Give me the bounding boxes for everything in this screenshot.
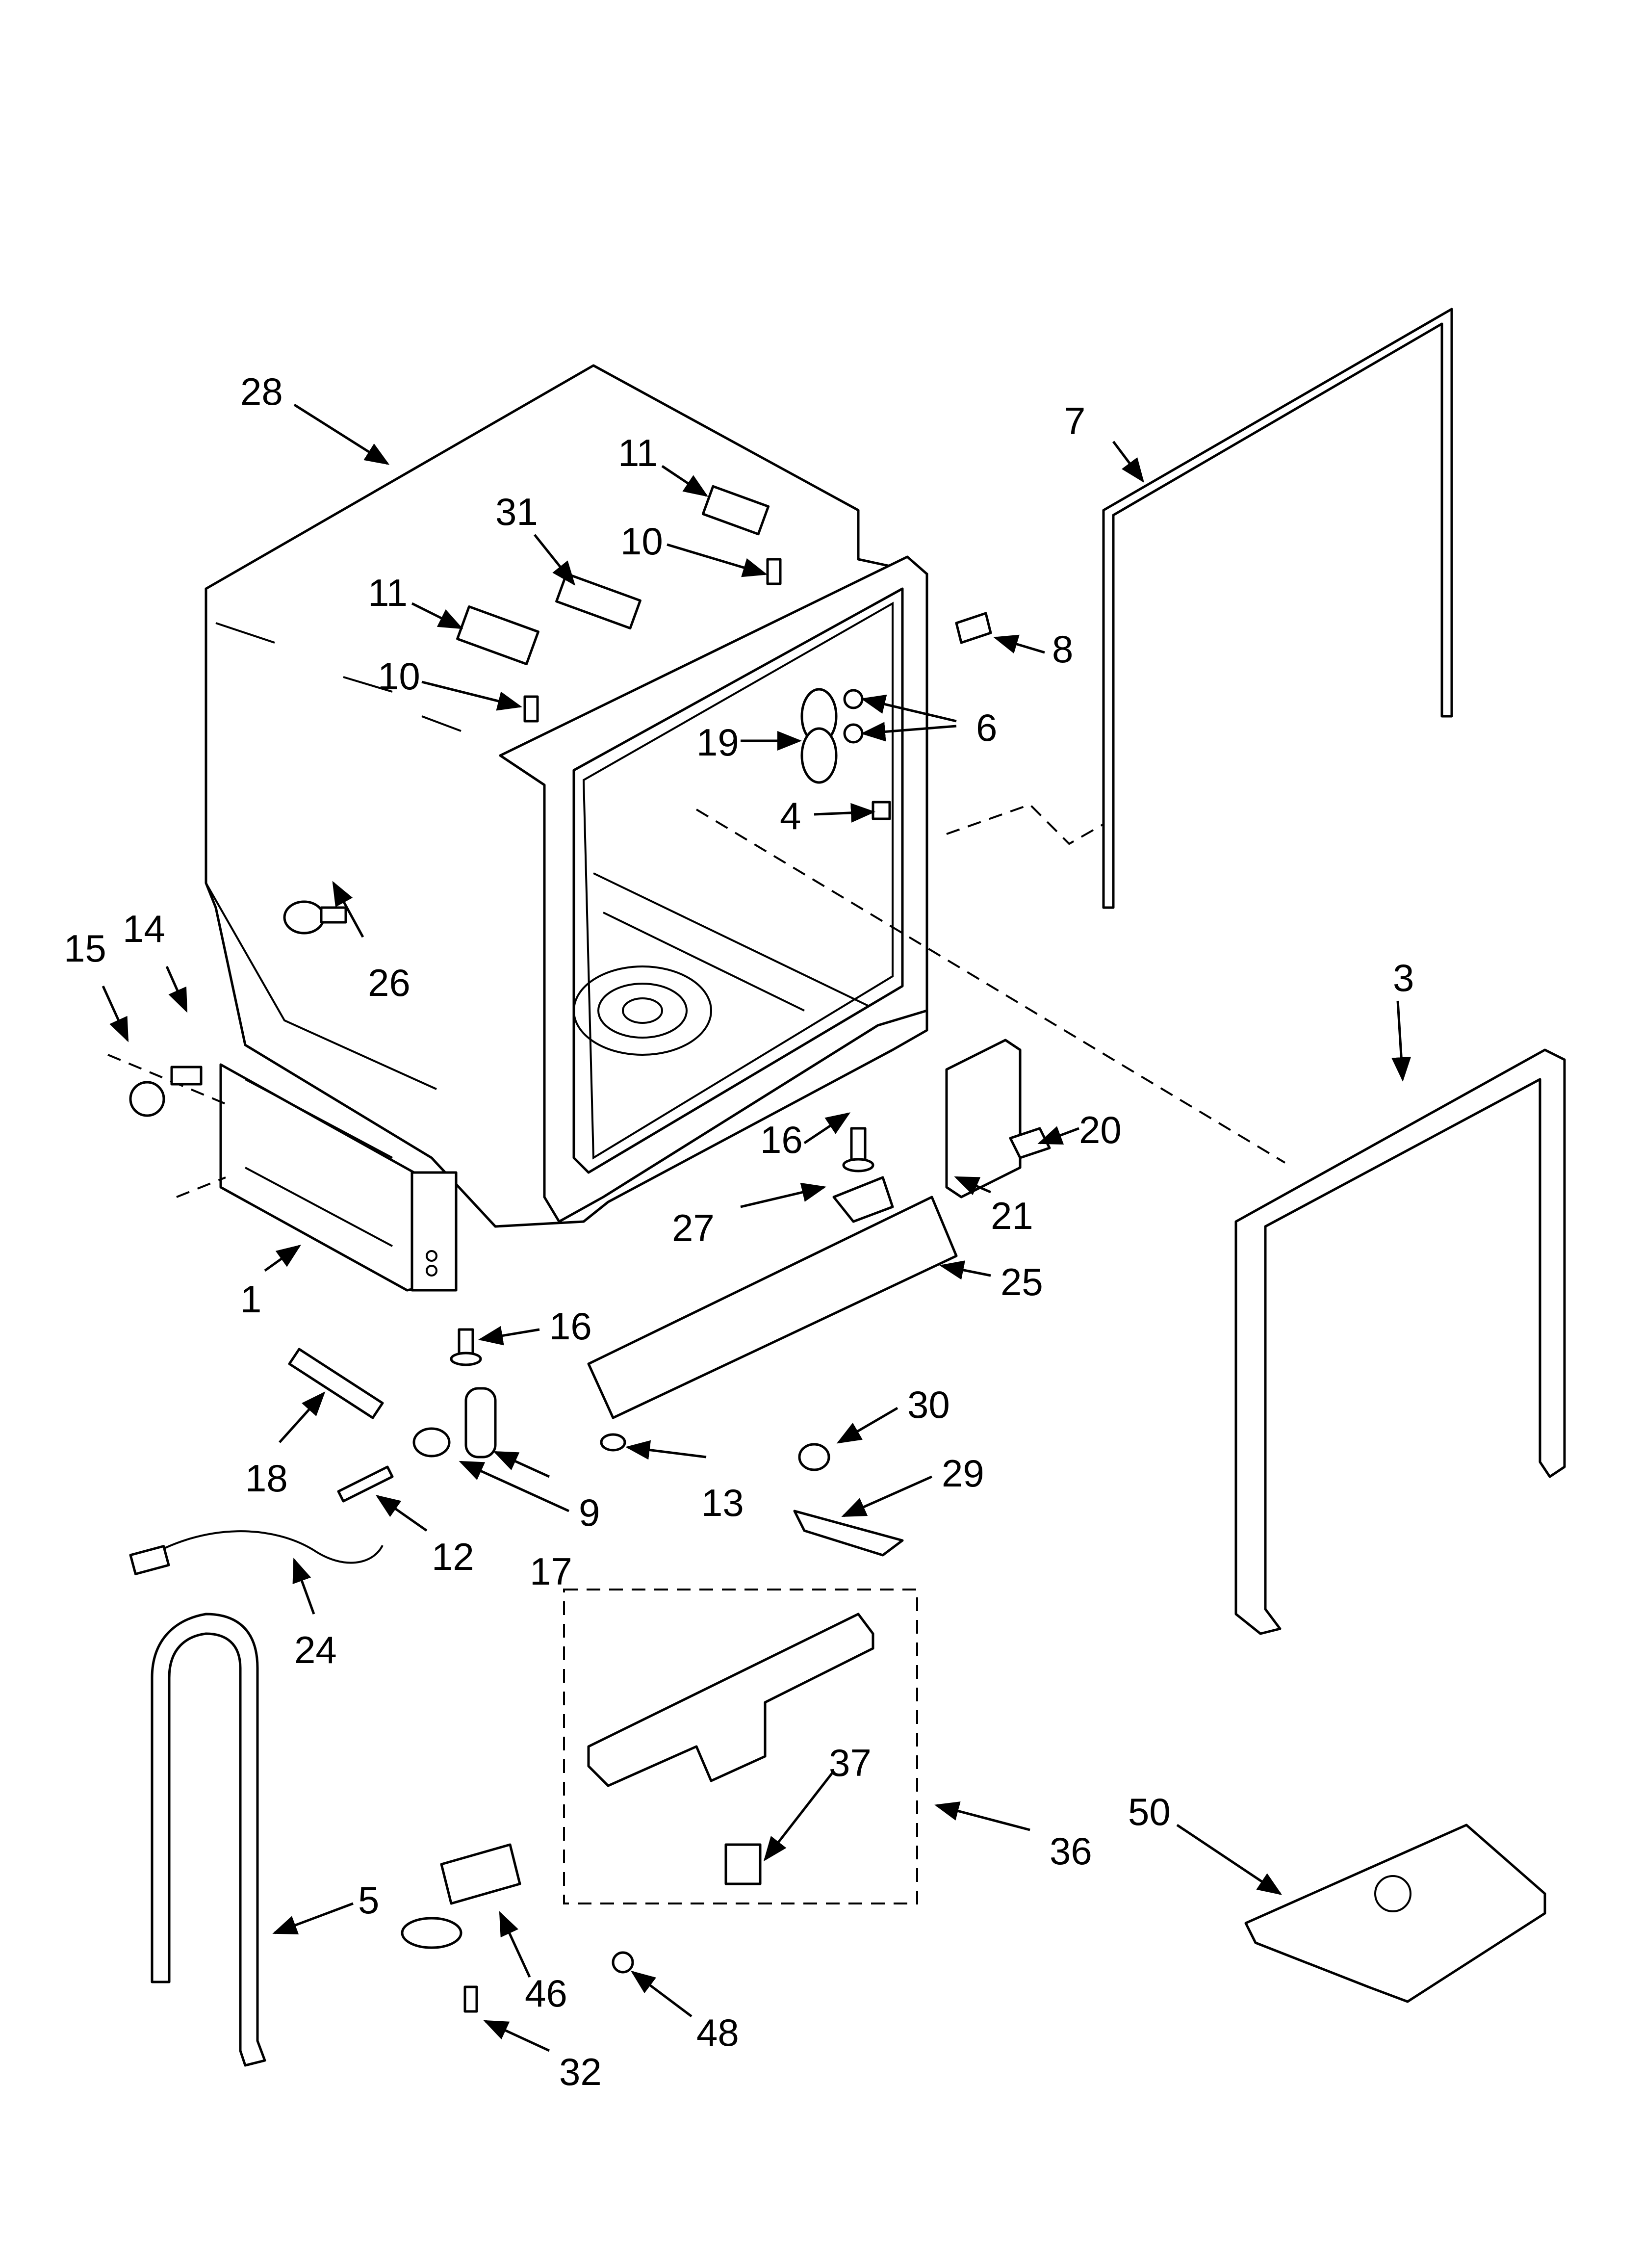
callout-1: 1 — [240, 1277, 261, 1321]
callout-13: 13 — [701, 1481, 744, 1524]
callout-16-lower: 16 — [549, 1304, 592, 1348]
callout-32: 32 — [559, 2050, 602, 2093]
callout-27: 27 — [672, 1206, 715, 1250]
callout-29: 29 — [942, 1452, 984, 1495]
callout-9: 9 — [579, 1491, 600, 1534]
callout-24: 24 — [294, 1628, 337, 1671]
tub-assembly — [205, 364, 928, 1292]
small-parts — [129, 485, 1051, 2067]
callout-11-left: 11 — [368, 571, 408, 614]
callout-4: 4 — [780, 794, 801, 837]
callout-10-left: 10 — [378, 654, 420, 698]
callout-8: 8 — [1052, 627, 1073, 671]
kit-36-box — [563, 1589, 918, 1904]
callout-26: 26 — [368, 961, 410, 1004]
callout-28: 28 — [240, 370, 283, 413]
callout-3: 3 — [1393, 956, 1414, 999]
callout-18: 18 — [245, 1457, 288, 1500]
bottom-seal — [1234, 1048, 1566, 1635]
callout-5: 5 — [358, 1878, 379, 1922]
callout-46: 46 — [525, 1972, 567, 2015]
callout-14: 14 — [123, 907, 165, 950]
callout-48: 48 — [696, 2011, 739, 2054]
callout-16-upper: 16 — [760, 1118, 803, 1161]
callout-11-top: 11 — [618, 431, 658, 474]
callout-7: 7 — [1064, 399, 1085, 443]
callout-50: 50 — [1128, 1790, 1171, 1833]
callout-19: 19 — [696, 721, 739, 764]
callout-15: 15 — [64, 927, 106, 970]
callout-25: 25 — [1001, 1260, 1043, 1303]
callout-labels: 28 11 31 10 11 10 7 8 6 19 4 26 15 14 3 … — [64, 370, 1414, 2093]
callout-21: 21 — [991, 1194, 1033, 1237]
callout-36: 36 — [1050, 1829, 1092, 1873]
callout-20: 20 — [1079, 1108, 1122, 1151]
door-gasket — [1102, 308, 1453, 909]
callout-17: 17 — [530, 1550, 572, 1593]
callout-6: 6 — [976, 706, 997, 749]
callout-12: 12 — [432, 1535, 474, 1578]
leader-arrows — [102, 403, 1411, 2052]
callout-30: 30 — [907, 1383, 950, 1426]
callout-31: 31 — [495, 490, 538, 533]
callout-10-top: 10 — [620, 520, 663, 563]
callout-37: 37 — [829, 1741, 872, 1784]
